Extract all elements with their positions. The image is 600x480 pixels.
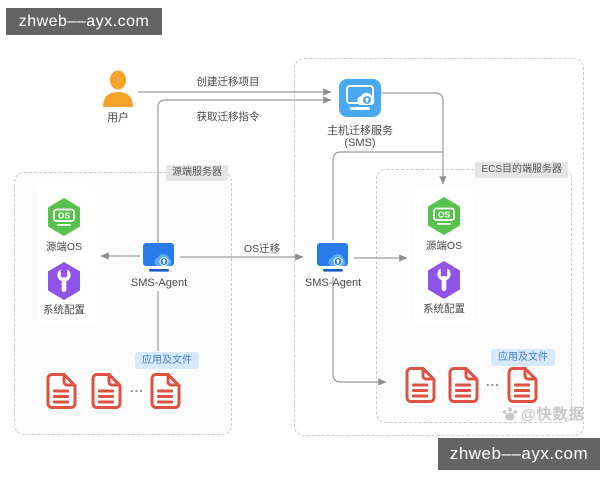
- sms-service-name: 主机迁移服务: [327, 125, 393, 137]
- target-config-label: 系统配置: [423, 303, 465, 315]
- target-config-icon: [428, 261, 460, 299]
- source-doc-icon: [46, 373, 77, 409]
- user-icon: [103, 70, 133, 107]
- user-label: 用户: [107, 112, 129, 124]
- target-doc-icon: [448, 367, 479, 403]
- source-os-icon: OS: [48, 198, 80, 236]
- flow-label-create-project: 创建迁移项目: [196, 76, 260, 88]
- target-doc-icon: [405, 367, 436, 403]
- source-agent-icon: [143, 243, 174, 272]
- source-agent-label: SMS-Agent: [130, 277, 188, 289]
- source-doc-ellipsis: ...: [130, 380, 144, 395]
- target-os-label: 源端OS: [425, 240, 463, 252]
- source-config-icon: [48, 262, 80, 300]
- flow-label-os-migration: OS迁移: [243, 243, 281, 255]
- source-server-title: 源端服务器: [166, 165, 228, 181]
- target-doc-icon: [507, 367, 538, 403]
- line-sms-branch-to-agent: [332, 151, 443, 240]
- line-agent-to-target-files: [332, 277, 387, 386]
- target-server-title: ECS目的端服务器: [475, 162, 568, 178]
- sms-service-abbr: (SMS): [344, 137, 376, 149]
- credit-watermark: @快数据: [502, 403, 585, 424]
- cloud-region-box: [294, 58, 584, 436]
- flow-label-get-instructions: 获取迁移指令: [196, 111, 260, 123]
- paw-icon: [502, 407, 518, 420]
- watermark-top-bar: zhweb––ayx.com: [6, 8, 162, 35]
- source-files-badge: 应用及文件: [135, 352, 199, 369]
- source-config-label: 系统配置: [43, 304, 85, 316]
- target-files-badge: 应用及文件: [491, 349, 555, 366]
- line-sms-to-ecs-os: [382, 92, 447, 185]
- svg-text:OS: OS: [58, 211, 71, 221]
- watermark-bottom-bar: zhweb––ayx.com: [438, 438, 600, 470]
- middle-agent-icon: [317, 243, 348, 272]
- target-os-icon: OS: [428, 197, 460, 235]
- credit-text: @快数据: [521, 406, 585, 423]
- sms-service-icon: [339, 79, 381, 117]
- source-doc-icon: [150, 373, 181, 409]
- line-get-instructions: [157, 96, 332, 243]
- middle-agent-label: SMS-Agent: [304, 277, 362, 289]
- source-os-label: 源端OS: [45, 241, 83, 253]
- source-doc-icon: [91, 373, 122, 409]
- target-doc-ellipsis: ...: [486, 374, 500, 389]
- svg-text:OS: OS: [438, 210, 451, 220]
